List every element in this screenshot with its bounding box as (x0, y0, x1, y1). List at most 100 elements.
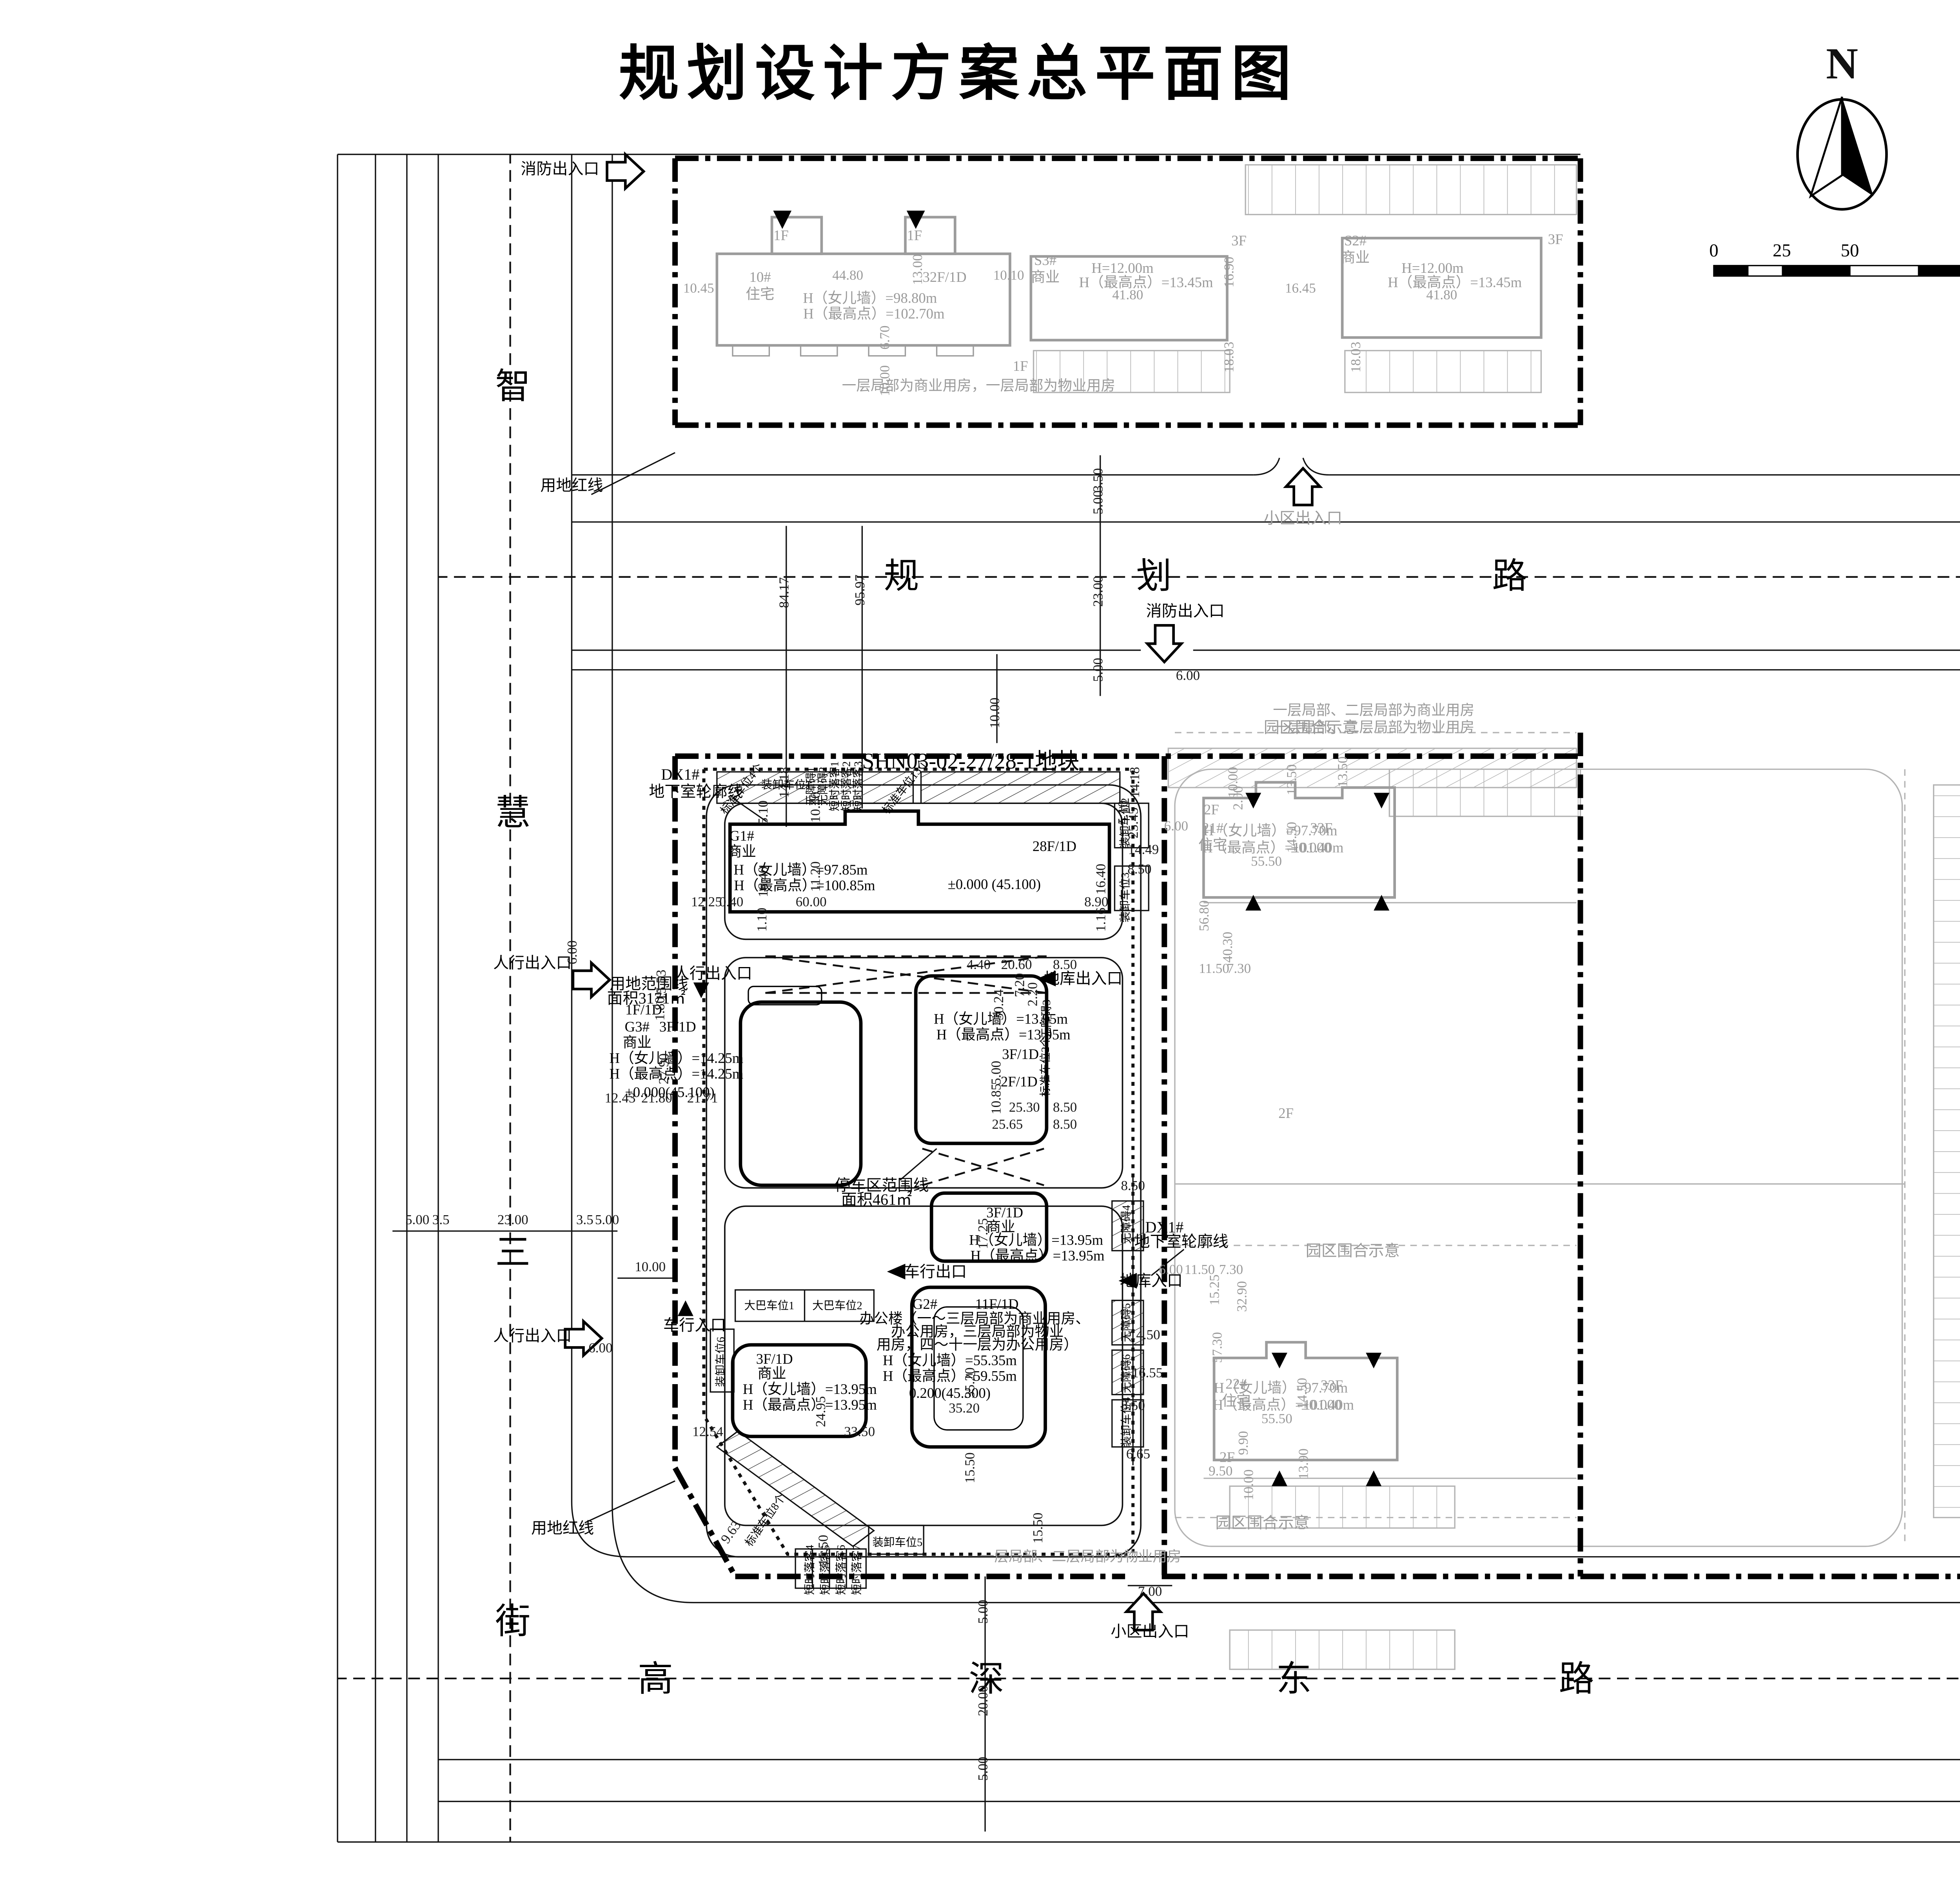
annotation-label: 1F (773, 228, 789, 244)
road-name-north-char: 规 (884, 557, 919, 596)
annotation-label: H=12.00m (1401, 261, 1464, 277)
pedestrian-arrow (564, 1318, 604, 1359)
dimension-label: 84.17 (778, 577, 793, 608)
dimension-label: 18.03 (1223, 341, 1238, 373)
dimension-label: 1.16 (1094, 907, 1109, 932)
dimension-label: 8.90 (1084, 896, 1109, 910)
dimension-label: 7.30 (1227, 962, 1251, 977)
road-name-west-char: 三 (495, 1233, 531, 1272)
annotation-label: H（最高点）=101.40m (1212, 1398, 1354, 1414)
entrance-label: 人行出入口 (493, 953, 572, 972)
scale-tick: 0 (1709, 242, 1719, 262)
dimension-label: 15.53 (655, 969, 670, 1001)
boundary-label: 园区围合示意 (1305, 1241, 1400, 1260)
area-label: 面积461㎡ (841, 1190, 912, 1209)
fire-exit-arrow (1144, 624, 1185, 664)
dimension-label: 13.50 (1285, 764, 1300, 795)
plot-code-label: SHN03-02-27/28-1地块 (862, 749, 1080, 774)
dimension-label: 44.80 (832, 269, 864, 284)
dimension-label: 3.5 (576, 1214, 593, 1228)
dimension-label: 41.80 (1426, 289, 1457, 303)
annotation-label: H（女儿墙）=98.80m (803, 291, 937, 307)
annotation-label: H（最高点）=59.55m (882, 1369, 1017, 1385)
road-name-south-char: 高 (637, 1659, 673, 1699)
boundary-label: 园区围合示意 (1263, 718, 1358, 737)
annotation-label: 2F/1D (1000, 1074, 1038, 1091)
annotation-label: H（最高点）=13.45m (1388, 275, 1522, 291)
annotation-label: H（女儿墙）=55.35m (882, 1353, 1017, 1369)
annotation-label: 33F (1310, 821, 1333, 837)
annotation-label: 无障碍4 (1119, 1205, 1133, 1244)
annotation-label: H（女儿墙）=97.70m (1214, 1381, 1348, 1397)
entrance-label: 人行出入口 (493, 1327, 572, 1345)
dimension-label: 13.50 (1336, 756, 1351, 788)
annotation-label: 3F/1D (659, 1020, 696, 1036)
boundary-heavy (672, 155, 1960, 1579)
annotation-label: 装卸车位4 (1119, 1397, 1133, 1447)
dimension-label: 15.50 (964, 1452, 978, 1483)
annotation-label: 3F/1D (756, 1352, 793, 1368)
dimension-label: 8.50 (1121, 1399, 1145, 1414)
area-label: 面积3171㎡ (607, 989, 686, 1007)
dimension-label: 32.90 (1236, 1281, 1250, 1312)
dimension-label: 10.00 (989, 697, 1003, 729)
dimension-label: 35.20 (964, 1367, 978, 1399)
annotation-label: 一层局部、二层局部为商业用房 (1273, 703, 1475, 719)
dimension-label: 12.54 (692, 1425, 723, 1440)
dimension-label: 5.00 (405, 1214, 430, 1228)
building-id: 10# (749, 270, 771, 286)
dimension-label: 8.50 (1121, 1180, 1145, 1194)
annotation-label: 短时落客6 (834, 1545, 848, 1595)
dimension-label: 16.45 (1285, 282, 1316, 297)
dimension-label: 8.50 (1127, 863, 1152, 878)
dimension-label: 0.40 (719, 896, 744, 910)
annotation-label: 短时落客4 (803, 1545, 816, 1595)
dimension-label: 6.70 (878, 325, 893, 350)
dimension-label: 56.80 (1198, 900, 1212, 931)
dimension-label: 23.00 (497, 1214, 528, 1228)
level-mark: ±0.000(45.100) (625, 1085, 715, 1101)
dimension-label: 11.20 (809, 861, 824, 892)
dimension-label: 16.40 (757, 866, 772, 897)
dimension-label: 1.80 (653, 996, 668, 1021)
annotation-label: 住宅 (1222, 1394, 1251, 1410)
dimension-label: 5.00 (977, 1600, 991, 1624)
building-G3 (739, 1000, 863, 1187)
dimension-label: 3.5 (432, 1214, 450, 1228)
dimension-label: 11.50 (1199, 962, 1229, 977)
annotation-label: H=12.00m (1091, 261, 1154, 277)
dimension-label: 8.50 (1053, 958, 1077, 973)
road-name-west-char: 智 (495, 367, 531, 406)
road-name-south-char: 路 (1559, 1659, 1594, 1699)
annotation-label: 短时落客1 (828, 761, 841, 811)
building-id: G1# (729, 829, 754, 845)
dimension-label: 14.50 (1129, 1328, 1160, 1343)
dimension-label: 1.10 (756, 907, 770, 932)
dimension-label: 5.00 (1092, 658, 1107, 682)
dimension-label: 5.00 (595, 1214, 619, 1228)
dimension-label: 25.30 (1009, 1101, 1040, 1116)
page-title: 规划设计方案总平面图 (619, 40, 1299, 107)
neighbor-fence-dashed (1174, 732, 1906, 1546)
dimension-label: 33.50 (844, 1425, 875, 1440)
dimension-label: 9.90 (1237, 1431, 1252, 1455)
dimension-label: 14.49 (1128, 843, 1159, 858)
dimension-label: 40.30 (1221, 931, 1236, 963)
annotation-label: H（女儿墙）=13.95m (934, 1012, 1068, 1028)
boundary-label: 用地红线 (540, 476, 603, 495)
entrance-label: 人行出入口 (673, 964, 753, 983)
annotation-label: 一层局部、二层局部为物业用房 (1273, 720, 1475, 736)
neighbor-buildings (715, 216, 1543, 1461)
dimension-label: 5.10 (757, 800, 772, 825)
dimension-label: 10.30 (809, 791, 824, 823)
annotation-label: 短时落客7 (850, 1545, 863, 1595)
annotation-label: H（最高点）=102.70m (803, 307, 945, 323)
level-mark: ±0.000 (1301, 1398, 1342, 1414)
dimension-label: 10.00 (1242, 1469, 1257, 1501)
dimension-label: 7.00 (1138, 1585, 1162, 1600)
building-G2 (910, 1285, 1047, 1449)
dimension-label: 5.00 (977, 1757, 991, 1781)
dimension-label: 6.65 (1126, 1448, 1151, 1463)
centerlines (338, 154, 1960, 1842)
